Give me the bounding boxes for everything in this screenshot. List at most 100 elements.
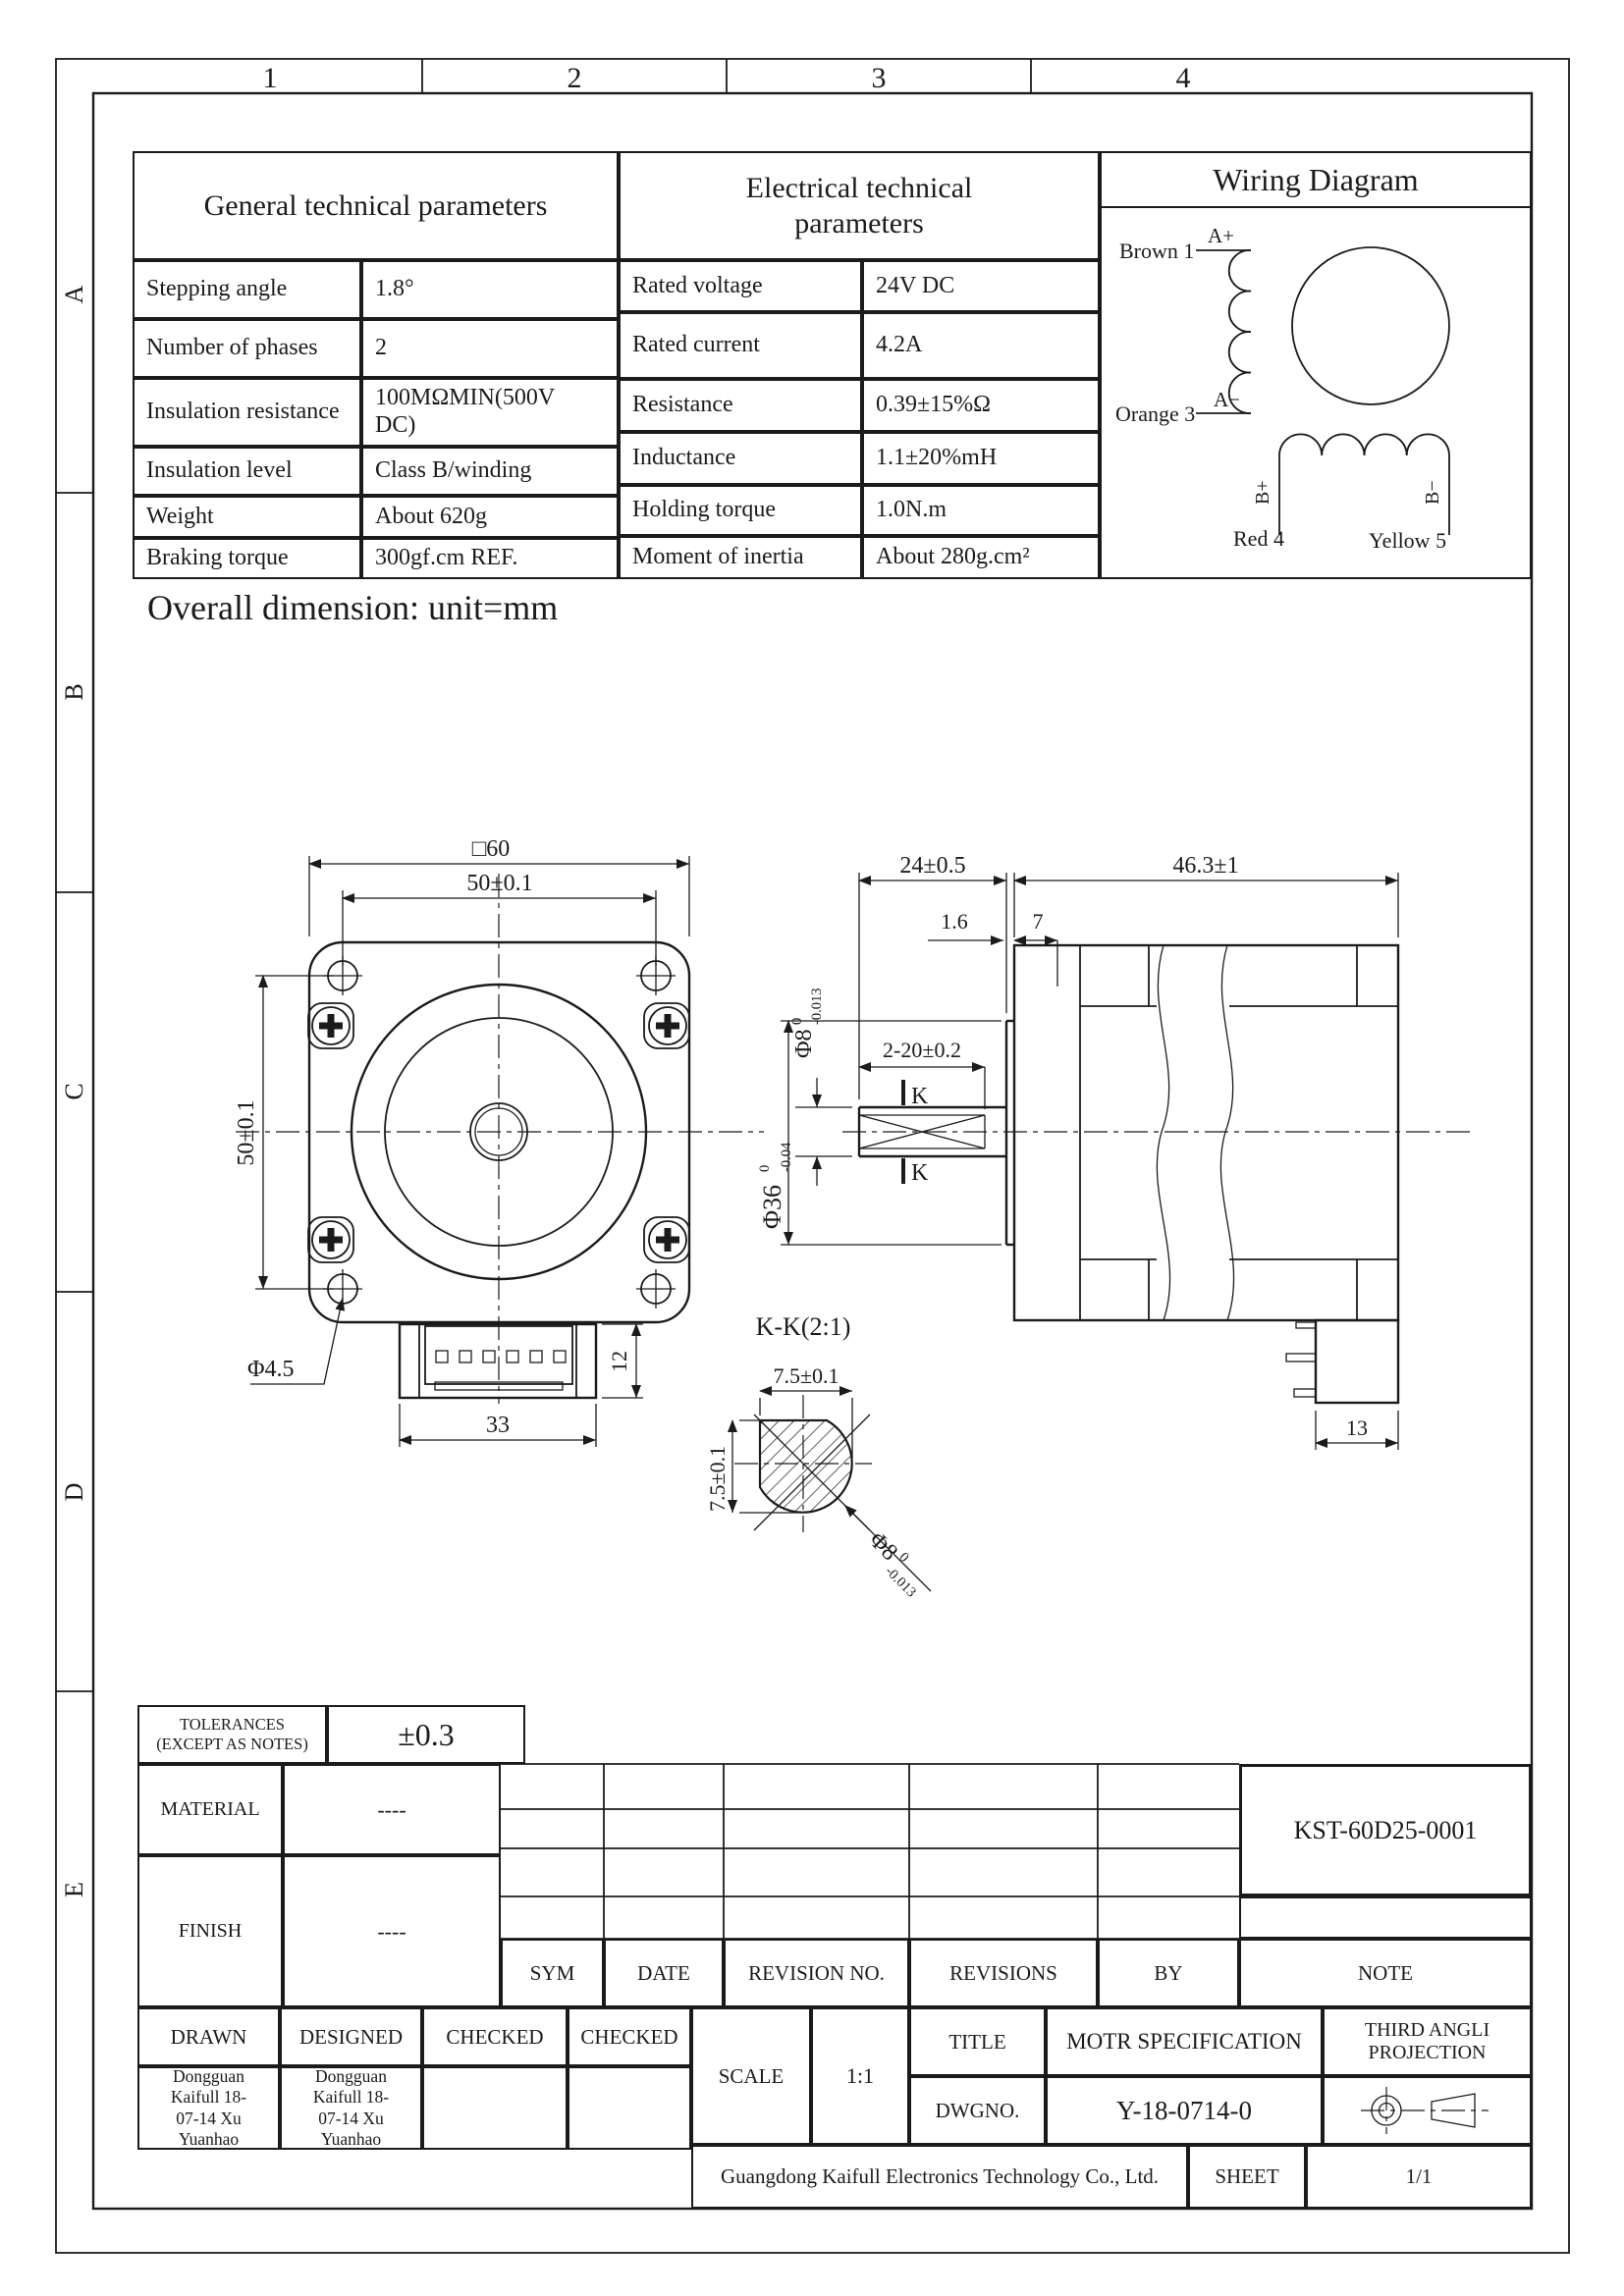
- dwgno-label: DWGNO.: [909, 2076, 1046, 2145]
- svg-text:Φ36: Φ36: [758, 1185, 786, 1229]
- connector-front: [398, 1322, 598, 1400]
- wire-b-plus-label: B+: [1252, 480, 1273, 505]
- electrical-row-value: 4.2A: [862, 312, 1100, 379]
- dim-body-length: 46.3±1: [1172, 853, 1238, 879]
- drawn-by: Dongguan Kaifull 18-07-14 Xu Yuanhao: [137, 2066, 280, 2150]
- tolerance-value: ±0.3: [327, 1705, 525, 1764]
- svg-text:-0.013: -0.013: [882, 1564, 919, 1601]
- date-header: DATE: [604, 1939, 724, 2007]
- dim-boss-step: 1.6: [941, 909, 968, 934]
- dim-square-60: □60: [472, 836, 511, 862]
- wire-a-minus-label: A−: [1214, 388, 1240, 411]
- general-row-value: 1.8°: [361, 260, 619, 319]
- shaft-cross-section: [758, 1418, 853, 1514]
- general-table-header: General technical parameters: [133, 151, 619, 260]
- material-value: ----: [283, 1764, 501, 1855]
- rotor-circle: [1291, 246, 1450, 405]
- side-view: 24±0.5 46.3±1 1.6 7 Φ8 0 -0.013 Φ36 0: [757, 853, 1473, 1450]
- dim-flange-thickness: 7: [1033, 909, 1044, 934]
- wire-yellow-label: Yellow 5: [1369, 528, 1446, 553]
- designed-header: DESIGNED: [280, 2007, 422, 2066]
- part-number: KST-60D25-0001: [1239, 1764, 1532, 1896]
- dimension-heading: Overall dimension: unit=mm: [147, 588, 559, 627]
- general-row-label: Number of phases: [133, 319, 361, 378]
- zone-col-4: 4: [1176, 62, 1191, 94]
- dim-section-width: 7.5±0.1: [773, 1363, 839, 1388]
- wire-orange-label: Orange 3: [1115, 401, 1195, 426]
- title-label: TITLE: [909, 2007, 1046, 2076]
- tolerances-label: TOLERANCES (EXCEPT AS NOTES): [137, 1705, 327, 1764]
- general-row-value: Class B/winding: [361, 447, 619, 496]
- wiring-diagram: Brown 1 A+ Orange 3 A− B+ B− Red 4 Yello…: [1115, 224, 1450, 553]
- checked-by-empty-2: [568, 2066, 691, 2150]
- dim-shaft-length: 24±0.5: [899, 853, 965, 879]
- title-value: MOTR SPECIFICATION: [1046, 2007, 1323, 2076]
- section-mark-k2: K: [911, 1160, 929, 1186]
- dim-connector-side: 13: [1346, 1415, 1368, 1440]
- projection-symbol-icon: [1361, 2087, 1489, 2134]
- general-row-label: Stepping angle: [133, 260, 361, 319]
- note-header: NOTE: [1239, 1939, 1532, 2007]
- designed-by: Dongguan Kaifull 18-07-14 Xu Yuanhao: [280, 2066, 422, 2150]
- break-line: [1156, 944, 1171, 1321]
- projection-label: THIRD ANGLI PROJECTION: [1323, 2007, 1532, 2076]
- dim-flat-length: 2-20±0.2: [883, 1038, 961, 1062]
- wiring-diagram-box: [1100, 151, 1532, 579]
- section-title: K-K(2:1): [756, 1312, 851, 1341]
- general-row-label: Weight: [133, 496, 361, 538]
- drawn-header: DRAWN: [137, 2007, 280, 2066]
- checked-header-2: CHECKED: [568, 2007, 691, 2066]
- electrical-row-label: Holding torque: [619, 485, 862, 536]
- coil-b: [1278, 433, 1450, 535]
- electrical-row-label: Resistance: [619, 379, 862, 432]
- sym-header: SYM: [501, 1939, 604, 2007]
- wire-b-minus-label: B−: [1422, 480, 1443, 505]
- general-row-value: 300gf.cm REF.: [361, 538, 619, 579]
- zone-row-c: C: [60, 1083, 88, 1099]
- finish-label: FINISH: [137, 1855, 283, 2007]
- motor-body-outline: [1012, 943, 1400, 1322]
- by-header: BY: [1098, 1939, 1239, 2007]
- svg-text:0: 0: [757, 1165, 773, 1172]
- electrical-row-value: 1.1±20%mH: [862, 432, 1100, 485]
- general-row-value: 100MΩMIN(500V DC): [361, 378, 619, 447]
- dim-connector-height: 12: [607, 1351, 631, 1372]
- zone-row-e: E: [60, 1882, 88, 1897]
- svg-text:-0.013: -0.013: [809, 988, 825, 1025]
- general-row-label: Insulation level: [133, 447, 361, 496]
- break-line: [1219, 944, 1235, 1321]
- zone-row-b: B: [60, 683, 88, 700]
- general-row-label: Braking torque: [133, 538, 361, 579]
- wiring-diagram-header: Wiring Diagram: [1100, 151, 1532, 208]
- electrical-row-label: Inductance: [619, 432, 862, 485]
- checked-header: CHECKED: [422, 2007, 568, 2066]
- sheet-value: 1/1: [1306, 2145, 1532, 2209]
- zone-row-d: D: [60, 1483, 88, 1502]
- finish-value: ----: [283, 1855, 501, 2007]
- general-row-value: 2: [361, 319, 619, 378]
- electrical-row-label: Moment of inertia: [619, 536, 862, 579]
- wire-a-plus-label: A+: [1208, 224, 1234, 247]
- svg-text:-0.04: -0.04: [779, 1142, 794, 1172]
- checked-by-empty: [422, 2066, 568, 2150]
- revision-grid: [501, 1763, 1239, 1940]
- scale-label: SCALE: [691, 2007, 811, 2145]
- electrical-row-value: About 280g.cm²: [862, 536, 1100, 579]
- revisions-header: REVISIONS: [909, 1939, 1098, 2007]
- general-table-title: General technical parameters: [203, 188, 548, 222]
- general-row-label: Insulation resistance: [133, 378, 361, 447]
- empty-cell: [1239, 1896, 1532, 1939]
- wire-brown-label: Brown 1: [1119, 239, 1194, 263]
- dim-holes-vertical: 50±0.1: [234, 1099, 259, 1165]
- front-view: □60 50±0.1 50±0.1 Φ4.5 33 12: [234, 836, 764, 1447]
- revision-no-header: REVISION NO.: [724, 1939, 909, 2007]
- wire-red-label: Red 4: [1233, 526, 1284, 551]
- coil-a: [1227, 249, 1252, 414]
- electrical-row-value: 24V DC: [862, 260, 1100, 312]
- general-row-value: About 620g: [361, 496, 619, 538]
- electrical-row-label: Rated voltage: [619, 260, 862, 312]
- dim-section-height: 7.5±0.1: [705, 1446, 730, 1512]
- electrical-row-value: 0.39±15%Ω: [862, 379, 1100, 432]
